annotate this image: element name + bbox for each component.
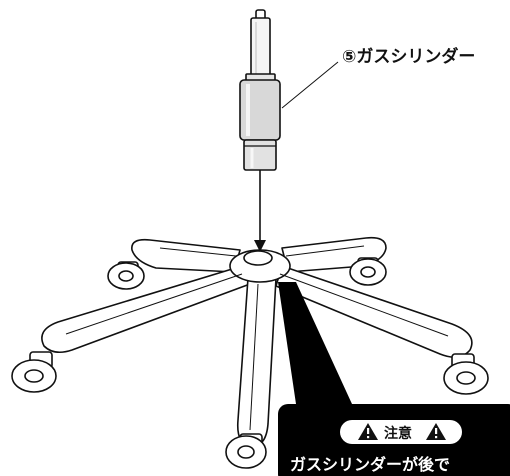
hub-socket: [243, 250, 273, 266]
insertion-arrow: [254, 170, 266, 252]
chair-base: [41, 236, 473, 447]
base-arm-left: [41, 265, 251, 354]
warning-callout: 注意 ガスシリンダーが後で: [278, 282, 510, 476]
base-arm-right: [275, 265, 473, 358]
caster-back-left: [107, 261, 145, 290]
callout-label: ⑤ガスシリンダー: [342, 46, 475, 67]
gas-cylinder: [239, 9, 281, 171]
caster-right: [443, 353, 489, 395]
cylinder-lower: [243, 139, 277, 171]
warning-text: ガスシリンダーが後で: [290, 455, 450, 474]
warning-pointer: [278, 282, 352, 404]
cylinder-rod: [250, 17, 271, 81]
callout-leader: [281, 61, 339, 109]
warning-icon: [358, 423, 378, 440]
caution-label: 注意: [384, 425, 412, 442]
caster-front: [225, 433, 267, 469]
caster-back-right: [349, 257, 387, 286]
cylinder-callout: ⑤ガスシリンダー: [281, 46, 475, 109]
caster-left: [11, 351, 57, 393]
warning-icon: [426, 423, 446, 440]
base-arm-back-left: [131, 238, 241, 273]
